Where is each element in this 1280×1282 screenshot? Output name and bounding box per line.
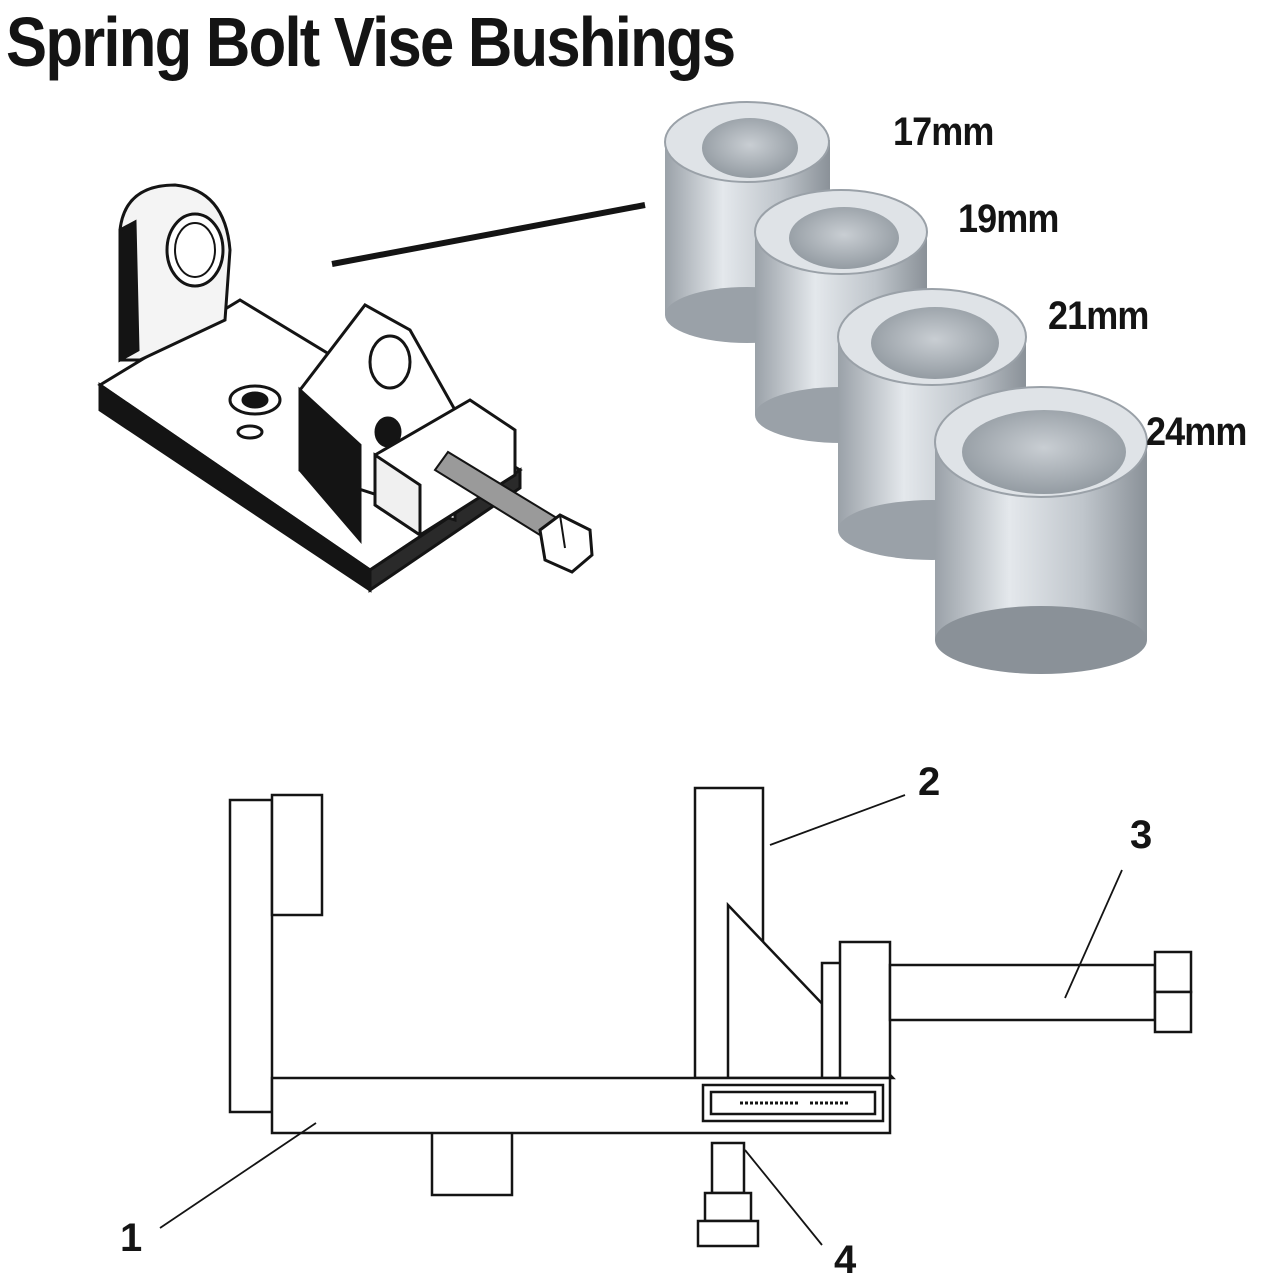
connector-line: [331, 202, 646, 267]
page-title: Spring Bolt Vise Bushings: [6, 3, 736, 81]
bushing-label-17mm: 17mm: [893, 110, 994, 154]
vise-technical-drawing: [159, 786, 1193, 1248]
bushing-label-21mm: 21mm: [1048, 294, 1149, 338]
callout-2: 2: [918, 760, 941, 804]
callout-4: 4: [834, 1238, 857, 1282]
vise-sketch: [97, 183, 594, 593]
bushing-24mm: [934, 386, 1148, 674]
callout-1: 1: [120, 1216, 143, 1260]
callout-3: 3: [1130, 813, 1153, 857]
bushing-label-19mm: 19mm: [958, 197, 1059, 241]
bushing-label-24mm: 24mm: [1146, 410, 1247, 454]
